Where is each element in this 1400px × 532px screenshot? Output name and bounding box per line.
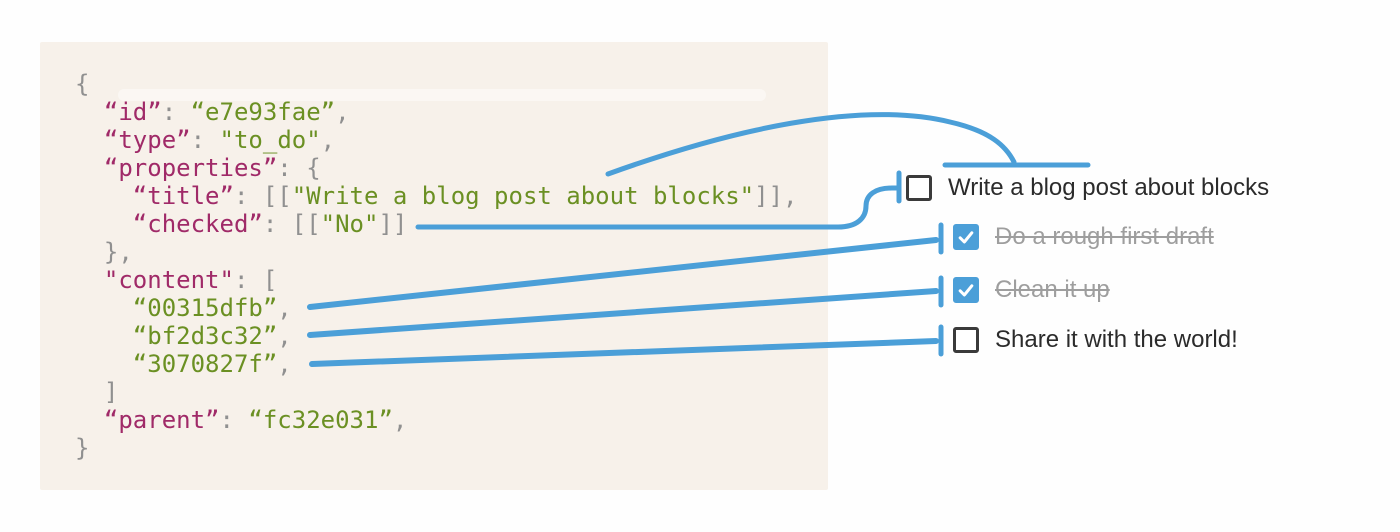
panel-top-sheen	[118, 89, 766, 101]
todo-label: Share it with the world!	[995, 326, 1238, 353]
todo-label: Clean it up	[995, 276, 1110, 303]
checkmark-icon	[958, 231, 974, 244]
todo-checkbox[interactable]	[953, 277, 979, 303]
todo-checkbox[interactable]	[953, 327, 979, 353]
todo-label: Do a rough first draft	[995, 223, 1214, 250]
todo-label: Write a blog post about blocks	[948, 174, 1270, 201]
todo-item-child: Clean it up	[953, 275, 1110, 305]
todo-checkbox[interactable]	[906, 175, 932, 201]
json-code: { “id”: “e7e93fae”, “type”: "to_do", “pr…	[75, 70, 798, 462]
todo-checkbox[interactable]	[953, 224, 979, 250]
checkmark-icon	[958, 284, 974, 297]
todo-item-child: Do a rough first draft	[953, 222, 1214, 252]
todo-item-parent: Write a blog post about blocks	[906, 173, 1269, 203]
todo-item-child: Share it with the world!	[953, 325, 1238, 355]
